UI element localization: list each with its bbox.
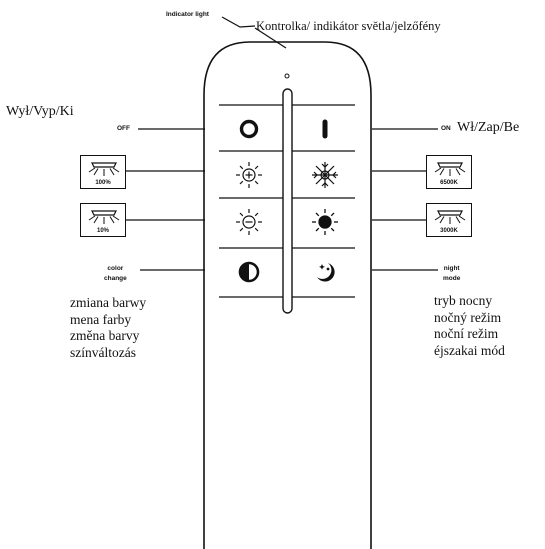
lamp-brightness-max-box: 100%	[80, 155, 126, 189]
night-mode-translations: tryb nocny nočný režim noční režim éjsza…	[434, 293, 505, 358]
half-circle-icon	[238, 261, 260, 283]
color-change-translations: zmiana barwy mena farby změna barvy szín…	[70, 295, 147, 360]
indicator-light-translation: Kontrolka/ indikátor světla/jelzőfény	[256, 19, 441, 33]
cool-white-button[interactable]	[292, 152, 358, 198]
night-mode-label: night mode	[443, 265, 461, 282]
lamp-brightness-min-box: 10%	[80, 203, 126, 237]
on-label: ON	[441, 125, 451, 132]
snowflake-icon	[312, 162, 338, 188]
ceiling-lamp-icon	[88, 210, 120, 224]
remote-body-outline	[203, 41, 372, 549]
ceiling-lamp-icon	[434, 162, 466, 176]
brightness-max-value: 100%	[95, 180, 111, 186]
button-separator-lines	[219, 104, 355, 298]
cool-white-value: 6500K	[440, 180, 458, 186]
center-divider-slot	[282, 88, 293, 314]
lamp-cool-white-box: 6500K	[426, 155, 472, 189]
ceiling-lamp-icon	[434, 210, 466, 224]
off-ring-icon	[239, 119, 259, 139]
sun-plus-icon	[236, 162, 262, 188]
warm-white-value: 3000K	[440, 228, 458, 234]
moon-stars-icon	[317, 263, 335, 282]
lamp-warm-white-box: 3000K	[426, 203, 472, 237]
brightness-down-button[interactable]	[216, 199, 282, 245]
indicator-light-dot	[284, 73, 290, 79]
color-change-button[interactable]	[216, 249, 282, 295]
leader-lines	[126, 16, 438, 271]
on-translations: Wł/Zap/Be	[457, 120, 520, 135]
ceiling-lamp-icon	[88, 162, 120, 176]
on-button[interactable]	[292, 106, 358, 152]
night-mode-button[interactable]	[292, 249, 358, 295]
on-bar-icon	[322, 119, 328, 139]
off-translations: Wył/Vyp/Ki	[6, 104, 74, 119]
off-label: OFF	[117, 125, 130, 132]
brightness-up-button[interactable]	[216, 152, 282, 198]
off-button[interactable]	[216, 106, 282, 152]
color-change-label: color change	[104, 265, 127, 282]
warm-white-button[interactable]	[292, 199, 358, 245]
brightness-min-value: 10%	[96, 228, 109, 234]
sun-minus-icon	[236, 209, 262, 235]
indicator-light-label: Indicator light	[166, 11, 209, 18]
sun-warm-icon	[312, 209, 338, 235]
